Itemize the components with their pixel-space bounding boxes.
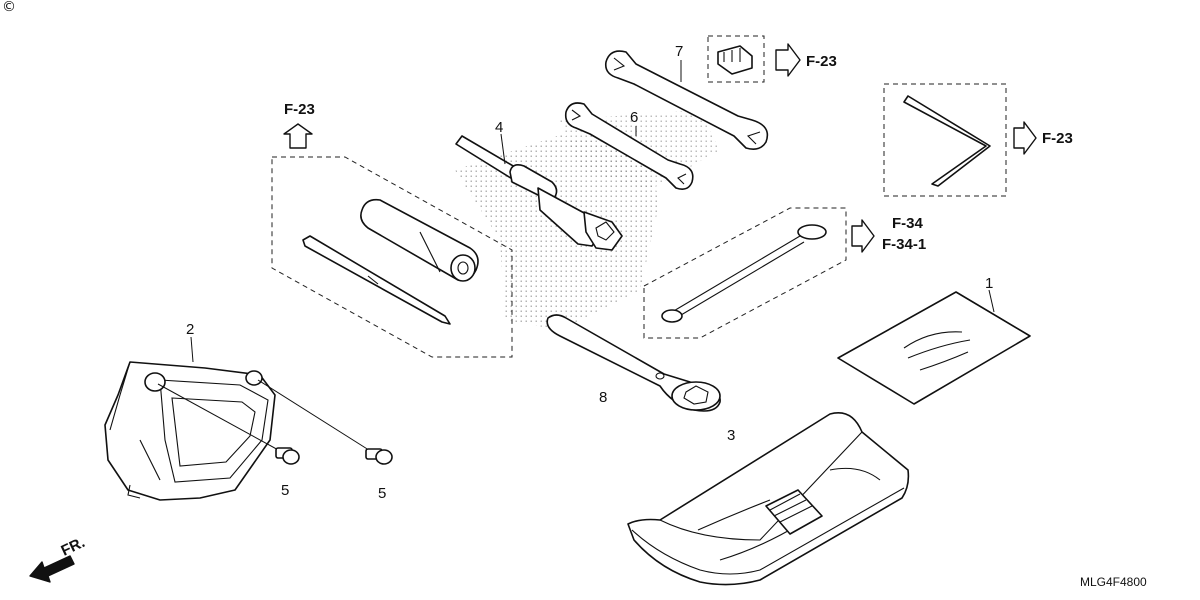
callout-3: 3 (727, 427, 735, 444)
ref-wrench-7: F-23 (806, 53, 837, 70)
callout-4: 4 (495, 119, 503, 136)
ref-arrow-right-hex (1013, 121, 1037, 155)
ref-arrow-up (283, 123, 313, 149)
callout-5a: 5 (281, 482, 289, 499)
clip-box (707, 35, 765, 83)
driver-set-box (271, 156, 513, 358)
manual-envelope (837, 291, 1031, 405)
driver-bit (302, 235, 451, 325)
ref-cable-a: F-34 (892, 215, 924, 232)
copyright-mark: © (2, 0, 16, 15)
callout-5b: 5 (378, 485, 386, 502)
screw-left (157, 383, 300, 465)
toolbox-cover (104, 361, 276, 501)
front-label: FR. (59, 534, 88, 560)
hex-key-box (883, 83, 1007, 197)
ref-driver-set: F-23 (284, 101, 315, 118)
wrench-large (604, 50, 769, 150)
tool-bag (627, 412, 910, 586)
driver-handle (360, 198, 479, 282)
callout-2: 2 (186, 321, 194, 338)
cable-box (643, 207, 847, 339)
callout-6: 6 (630, 109, 638, 126)
ref-arrow-right-cable (851, 219, 875, 253)
ref-arrow-right-7 (775, 43, 801, 77)
drawing-code: MLG4F4800 (1080, 575, 1147, 589)
callout-1: 1 (985, 275, 993, 292)
front-direction-arrow (29, 555, 75, 583)
ref-hex-key: F-23 (1042, 130, 1073, 147)
socket-wrench (455, 135, 623, 251)
spanner (546, 314, 721, 412)
wrench-small (564, 102, 694, 190)
screw-right (257, 379, 393, 465)
callout-8: 8 (599, 389, 607, 406)
ref-cable-b: F-34-1 (882, 236, 926, 253)
callout-7: 7 (675, 43, 683, 60)
